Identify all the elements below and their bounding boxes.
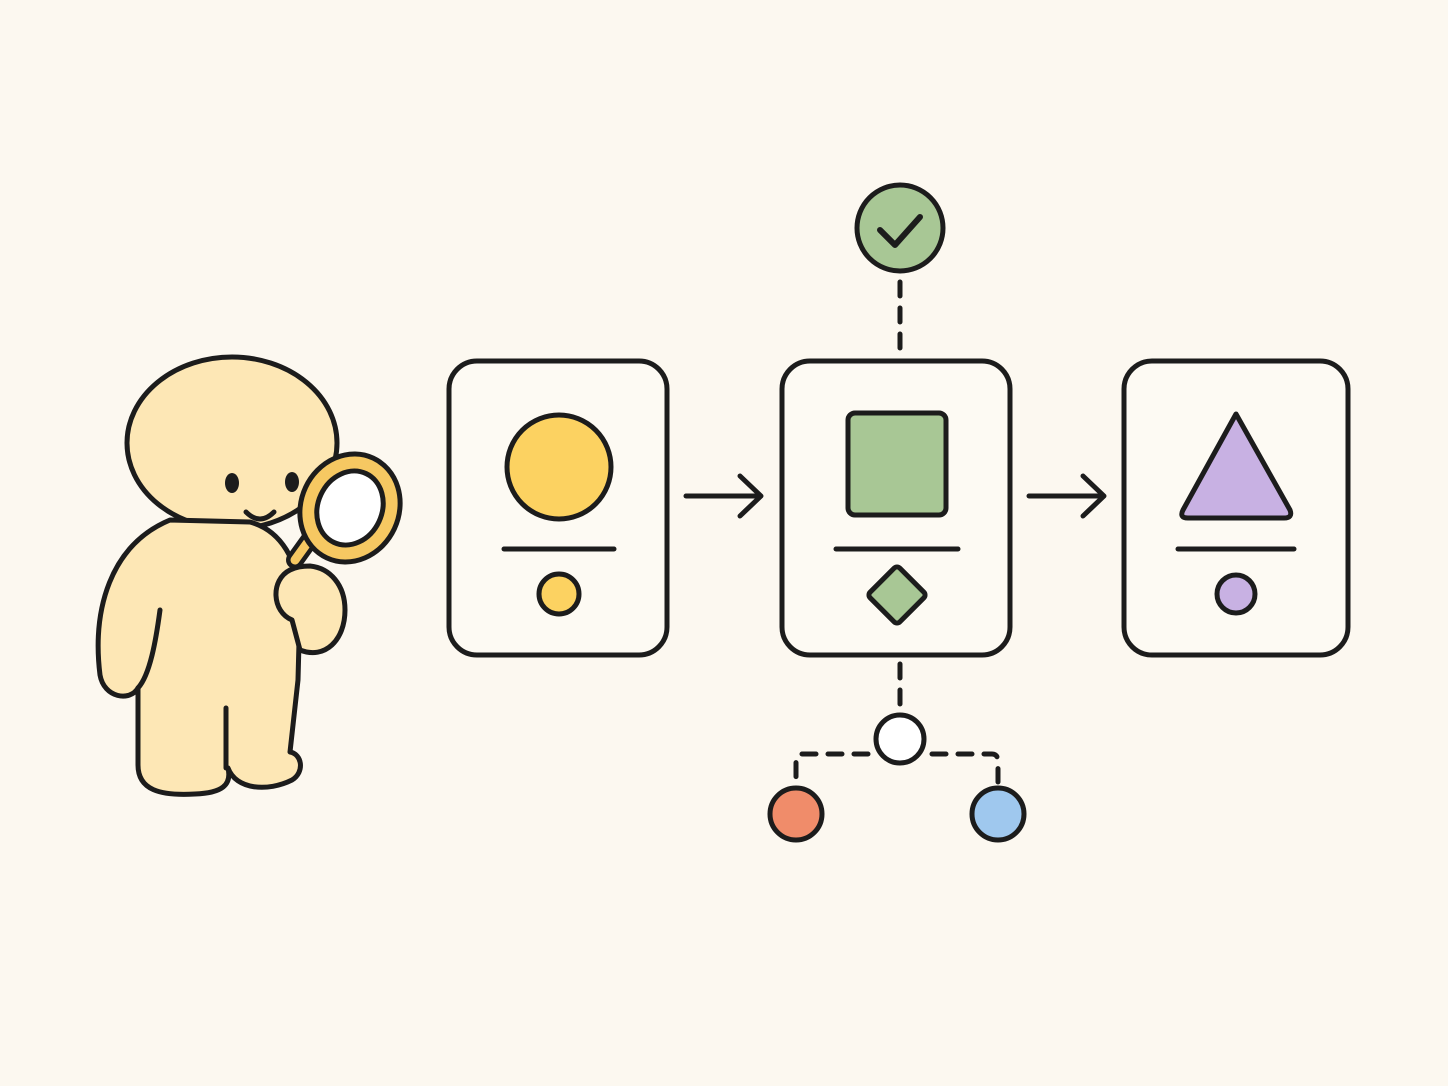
card-3-triangle (1179, 411, 1294, 521)
arrow-1 (683, 473, 764, 519)
approval-badge-circle (854, 182, 946, 274)
checkmark-icon (877, 214, 923, 248)
card-2-diamond (866, 564, 928, 626)
character-smile (243, 509, 277, 522)
branch-left-leaf (767, 785, 825, 843)
character-right-eye (285, 472, 299, 492)
card-3-small-circle (1214, 572, 1258, 616)
arrow-2-head (1080, 473, 1107, 519)
card-3 (1121, 358, 1351, 658)
character-left-eye (225, 473, 239, 493)
arrow-2 (1026, 473, 1107, 519)
card-2-square (845, 410, 949, 518)
card-1 (446, 358, 670, 658)
card-2 (779, 358, 1013, 658)
approval-badge (854, 182, 946, 274)
branch-right-leaf (969, 785, 1027, 843)
branch-right-connector (929, 751, 1001, 785)
branch-left-connector (793, 751, 871, 785)
card-1-circle (504, 412, 614, 522)
character-hand (273, 563, 348, 656)
magnifying-glass-icon (286, 451, 403, 569)
arrow-1-head (737, 473, 764, 519)
dashed-connectors (793, 279, 1001, 785)
branch-hub-node (873, 712, 927, 766)
character (95, 354, 403, 797)
character-body (95, 517, 303, 797)
magnifier-lens (314, 468, 386, 548)
branch (767, 712, 1027, 843)
character-left-arm (135, 607, 163, 691)
card-1-small-circle (536, 571, 582, 617)
